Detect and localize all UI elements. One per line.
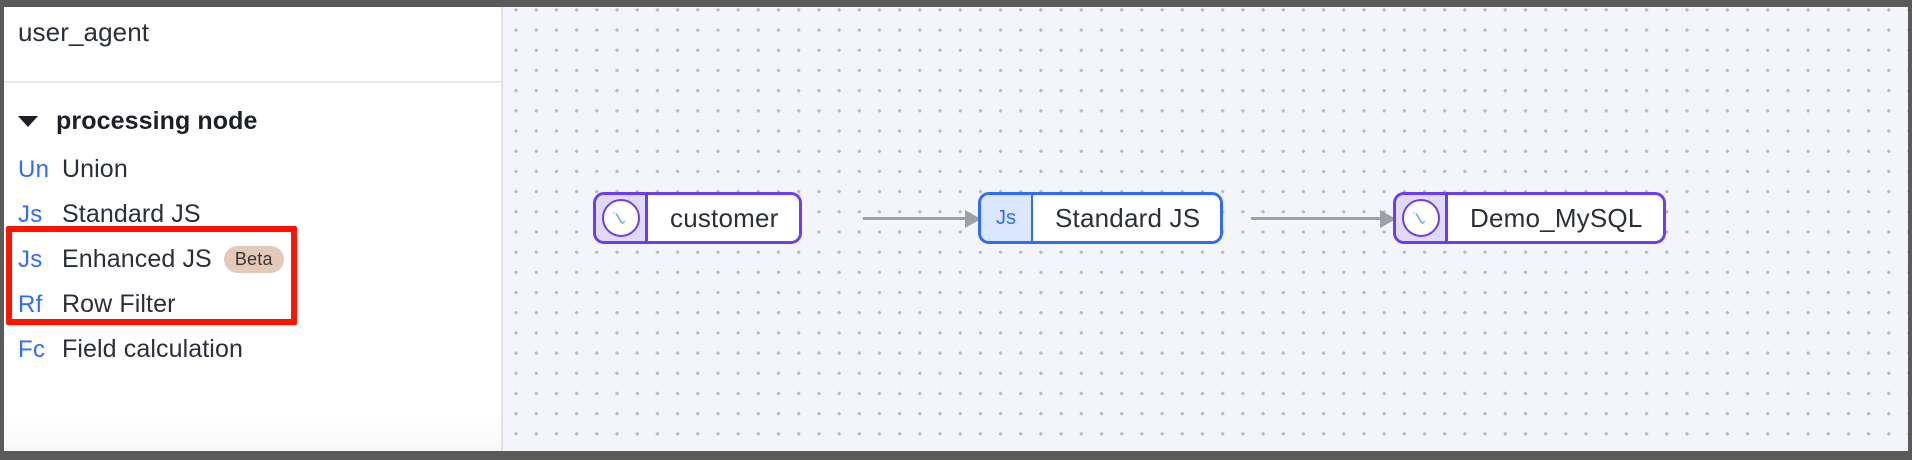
- sidebar-bottom-fade: [4, 413, 501, 451]
- list-item-label: Field calculation: [62, 335, 243, 363]
- list-item-row-filter[interactable]: Rf Row Filter: [4, 282, 501, 327]
- node-icon-slot: [596, 195, 648, 241]
- node-group-processing: processing node Un Union Js Standard JS …: [4, 83, 501, 372]
- page-title: user_agent: [18, 17, 150, 47]
- status-badge-beta: Beta: [223, 246, 284, 273]
- sidebar-header: user_agent: [4, 7, 501, 83]
- node-abbr-icon: Un: [18, 155, 50, 183]
- list-item-standard-js[interactable]: Js Standard JS: [4, 192, 501, 237]
- flow-node-demo-mysql[interactable]: Demo_MySQL: [1393, 192, 1666, 244]
- node-icon-slot: [1396, 195, 1448, 241]
- flow-edge-customer-to-standard-js[interactable]: [863, 209, 981, 228]
- list-item-field-calculation[interactable]: Fc Field calculation: [4, 327, 501, 372]
- flow-node-standard-js[interactable]: Js Standard JS: [978, 192, 1224, 244]
- flow-edge-standard-js-to-demo-mysql[interactable]: [1251, 209, 1396, 228]
- mysql-dolphin-icon: [601, 199, 640, 237]
- flow-node-title: customer: [648, 195, 799, 241]
- flow-canvas[interactable]: customer Js Standard JS Demo_MySQL: [501, 7, 1908, 451]
- group-header-processing-node[interactable]: processing node: [4, 97, 501, 145]
- group-label: processing node: [56, 106, 258, 135]
- list-item-label: Enhanced JS: [62, 245, 212, 273]
- list-item-label: Row Filter: [62, 290, 176, 318]
- list-item-label: Union: [62, 155, 128, 183]
- node-abbr-icon: Js: [18, 200, 43, 228]
- list-item-enhanced-js[interactable]: Js Enhanced JS Beta: [4, 237, 501, 282]
- node-palette-sidebar: user_agent processing node Un Union Js S…: [4, 7, 501, 451]
- mysql-dolphin-icon: [1401, 199, 1440, 237]
- list-item-union[interactable]: Un Union: [4, 147, 501, 192]
- flow-node-title: Demo_MySQL: [1448, 195, 1663, 241]
- node-abbr-icon: Fc: [18, 335, 46, 363]
- node-abbr-icon: Rf: [18, 290, 43, 318]
- node-abbr-icon: Js: [18, 245, 43, 273]
- node-list: Un Union Js Standard JS Js Enhanced JS B…: [4, 145, 501, 372]
- caret-down-icon[interactable]: [18, 115, 38, 127]
- js-badge-icon: Js: [981, 195, 1033, 241]
- list-item-label: Standard JS: [62, 200, 201, 228]
- flow-node-customer[interactable]: customer: [593, 192, 802, 244]
- flow-node-title: Standard JS: [1033, 195, 1221, 241]
